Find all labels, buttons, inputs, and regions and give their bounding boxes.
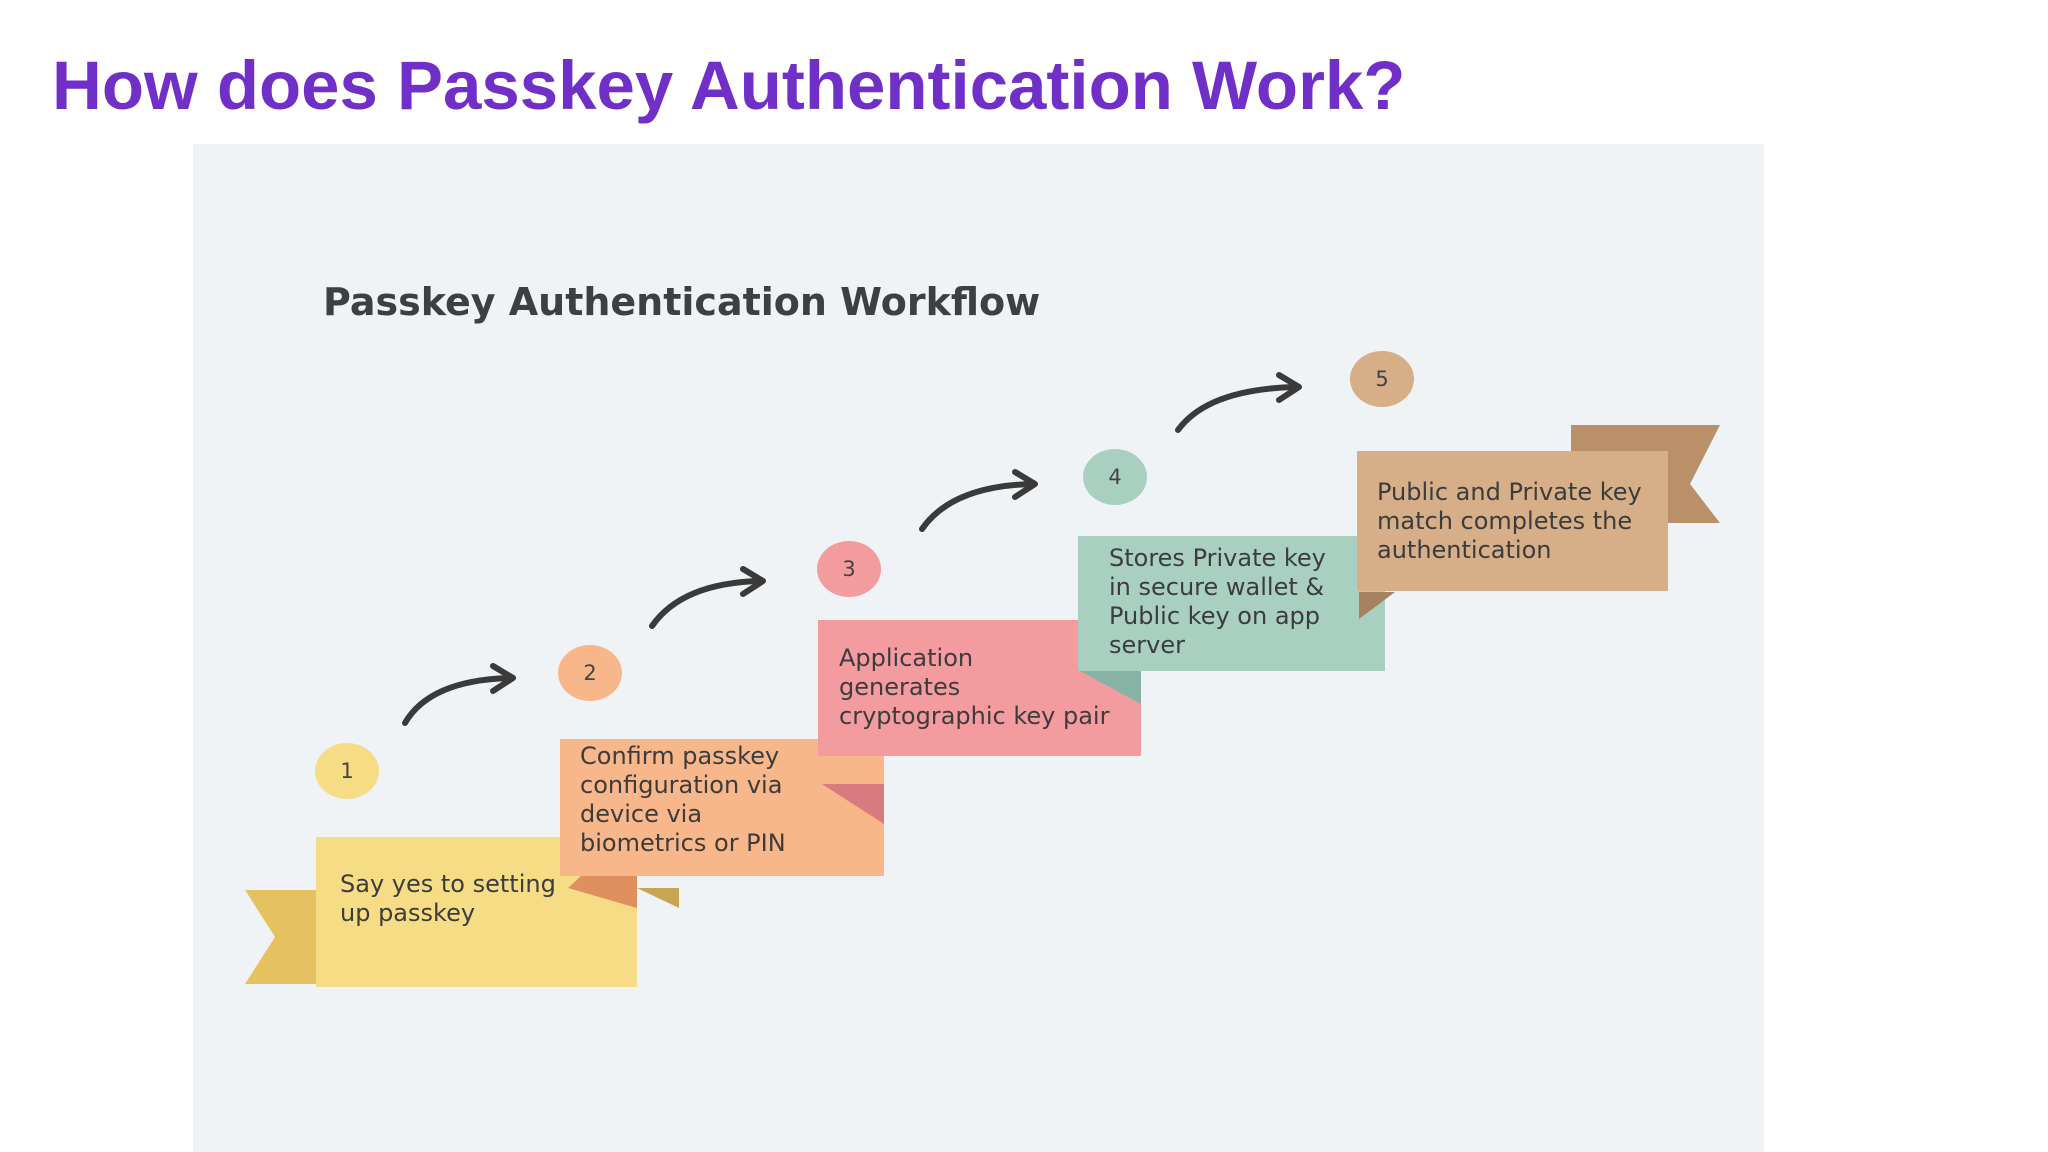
step-3-circle — [817, 541, 881, 597]
step-5-text: Public and Private key match completes t… — [1377, 478, 1642, 564]
step-5-ribbon-fold — [1359, 592, 1395, 619]
step-2-box — [560, 739, 884, 876]
workflow-diagram: Passkey Authentication Workflow 1 2 3 4 … — [193, 144, 1764, 1152]
arrow-4-5-head — [1276, 372, 1302, 403]
step-1-number: 1 — [340, 759, 354, 783]
workflow-shapes — [245, 351, 1720, 987]
arrow-2-3-head — [740, 566, 766, 597]
slide-title: How does Passkey Authentication Work? — [52, 47, 1406, 124]
workflow-title: Passkey Authentication Workflow — [323, 280, 1041, 324]
arrow-3-4 — [919, 481, 1035, 532]
step-4-number: 4 — [1108, 465, 1122, 489]
step-4-circle — [1083, 449, 1147, 505]
arrow-1-2 — [402, 675, 514, 726]
step-2-text: Confirm passkey configuration via device… — [580, 742, 786, 857]
step-5-box — [1357, 451, 1668, 591]
arrow-1-2-head — [490, 663, 516, 694]
step-1-circle — [315, 743, 379, 799]
step-5-circle — [1350, 351, 1414, 407]
step-4-ribbon — [1078, 536, 1385, 704]
step-3-ribbon-fold — [822, 784, 884, 824]
step-2-ribbon — [560, 739, 884, 908]
step-2-circle — [558, 645, 622, 701]
step-4-text: Stores Private key in secure wallet & Pu… — [1109, 544, 1326, 659]
step-4-ribbon-fold — [1078, 670, 1141, 704]
step-3-number: 3 — [842, 557, 856, 581]
step-2-number: 2 — [583, 661, 597, 685]
step-1-text: Say yes to setting up passkey — [340, 870, 556, 927]
step-1-ribbon-fold — [637, 888, 679, 908]
step-4-box — [1078, 536, 1385, 671]
step-3-text: Application generates cryptographic key … — [839, 644, 1110, 730]
step-5-ribbon — [1357, 425, 1720, 619]
step-5-number: 5 — [1375, 367, 1389, 391]
arrow-2-3 — [649, 578, 763, 629]
arrow-4-5 — [1175, 384, 1299, 433]
arrow-3-4-head — [1012, 469, 1038, 500]
